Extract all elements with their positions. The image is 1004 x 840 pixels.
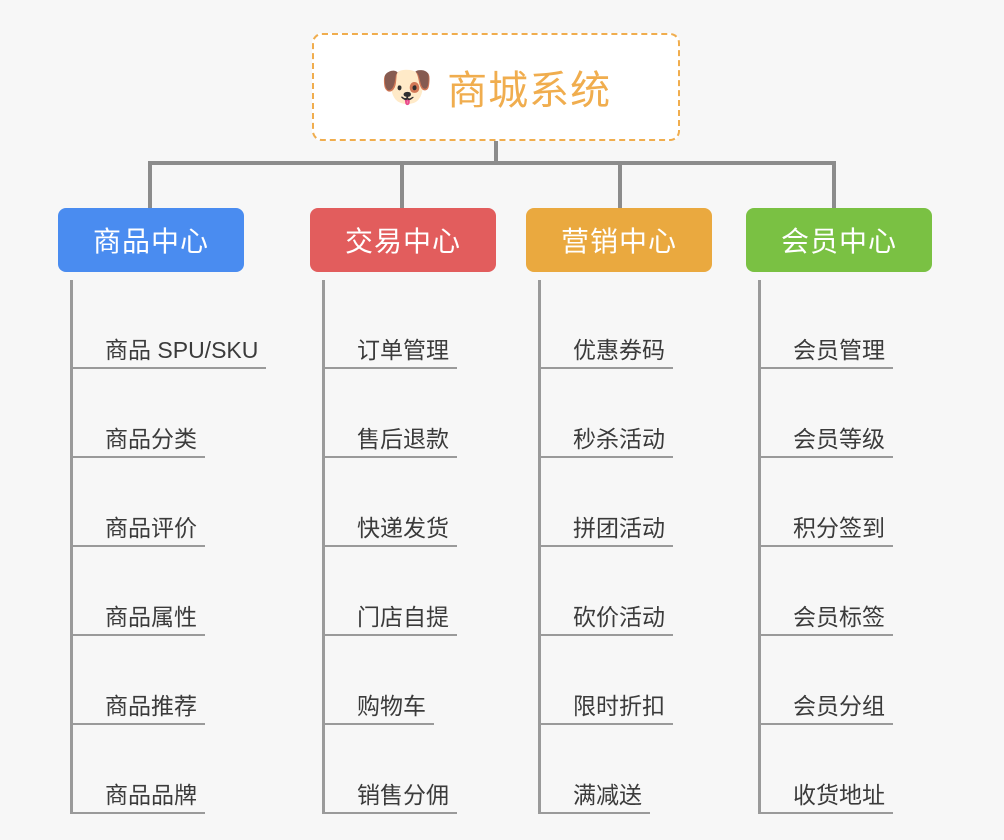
- branch-header-member-center[interactable]: 会员中心: [746, 208, 932, 272]
- leaf-item[interactable]: 商品属性: [73, 547, 244, 636]
- leaf-list-marketing-center: 优惠券码 秒杀活动 拼团活动 砍价活动 限时折扣 满减送: [538, 280, 712, 814]
- leaf-item[interactable]: 商品评价: [73, 458, 244, 547]
- leaf-underline: [761, 812, 893, 814]
- connector-horizontal-bus: [148, 161, 834, 165]
- leaf-label: 会员分组: [793, 692, 885, 719]
- leaf-label: 会员标签: [793, 603, 885, 630]
- leaf-label: 商品 SPU/SKU: [105, 336, 259, 363]
- connector-drop-product-center: [148, 161, 152, 208]
- leaf-item[interactable]: 会员等级: [761, 369, 932, 458]
- leaf-label: 商品推荐: [105, 692, 197, 719]
- leaf-underline: [541, 367, 673, 369]
- leaf-underline: [541, 723, 673, 725]
- leaf-label: 积分签到: [793, 514, 885, 541]
- branch-header-marketing-center[interactable]: 营销中心: [526, 208, 712, 272]
- leaf-underline: [73, 723, 205, 725]
- shiba-dog-face-icon: 🐶: [380, 63, 434, 110]
- branch-column-marketing-center: 营销中心 优惠券码 秒杀活动 拼团活动 砍价活动 限时折扣: [526, 208, 712, 814]
- leaf-underline: [761, 545, 893, 547]
- leaf-item[interactable]: 秒杀活动: [541, 369, 712, 458]
- leaf-label: 砍价活动: [573, 603, 665, 630]
- branch-column-trade-center: 交易中心 订单管理 售后退款 快递发货 门店自提 购物车: [310, 208, 496, 814]
- leaf-underline: [325, 812, 457, 814]
- branch-header-label: 商品中心: [92, 226, 209, 257]
- leaf-item[interactable]: 会员管理: [761, 280, 932, 369]
- leaf-list-member-center: 会员管理 会员等级 积分签到 会员标签 会员分组 收货地址: [758, 280, 932, 814]
- leaf-item[interactable]: 商品 SPU/SKU: [73, 280, 266, 369]
- leaf-underline: [73, 634, 205, 636]
- leaf-item[interactable]: 商品分类: [73, 369, 244, 458]
- leaf-underline: [73, 545, 205, 547]
- leaf-label: 优惠券码: [573, 336, 665, 363]
- leaf-label: 商品分类: [105, 425, 197, 452]
- branch-header-label: 交易中心: [344, 226, 461, 257]
- leaf-item[interactable]: 商品推荐: [73, 636, 244, 725]
- leaf-item[interactable]: 快递发货: [325, 458, 496, 547]
- leaf-underline: [325, 456, 457, 458]
- branch-header-label: 营销中心: [560, 226, 677, 257]
- leaf-item[interactable]: 门店自提: [325, 547, 496, 636]
- leaf-underline: [541, 545, 673, 547]
- connector-root-stub: [494, 141, 498, 165]
- leaf-label: 会员等级: [793, 425, 885, 452]
- branch-column-product-center: 商品中心 商品 SPU/SKU 商品分类 商品评价 商品属性 商品推荐: [58, 208, 266, 814]
- leaf-label: 订单管理: [357, 336, 449, 363]
- leaf-label: 满减送: [573, 781, 642, 808]
- leaf-underline: [325, 367, 457, 369]
- leaf-item[interactable]: 订单管理: [325, 280, 496, 369]
- leaf-label: 快递发货: [357, 514, 449, 541]
- leaf-item[interactable]: 会员标签: [761, 547, 932, 636]
- leaf-underline: [761, 723, 893, 725]
- leaf-label: 商品评价: [105, 514, 197, 541]
- leaf-list-trade-center: 订单管理 售后退款 快递发货 门店自提 购物车 销售分佣: [322, 280, 496, 814]
- leaf-underline: [325, 634, 457, 636]
- leaf-underline: [73, 367, 266, 369]
- leaf-item[interactable]: 购物车: [325, 636, 496, 725]
- leaf-label: 门店自提: [357, 603, 449, 630]
- leaf-item[interactable]: 限时折扣: [541, 636, 712, 725]
- leaf-item[interactable]: 售后退款: [325, 369, 496, 458]
- leaf-item[interactable]: 商品品牌: [73, 725, 244, 814]
- leaf-underline: [73, 456, 205, 458]
- leaf-item[interactable]: 收货地址: [761, 725, 932, 814]
- leaf-label: 秒杀活动: [573, 425, 665, 452]
- branch-header-trade-center[interactable]: 交易中心: [310, 208, 496, 272]
- leaf-item[interactable]: 满减送: [541, 725, 712, 814]
- branch-header-label: 会员中心: [780, 226, 897, 257]
- leaf-label: 销售分佣: [357, 781, 449, 808]
- leaf-label: 拼团活动: [573, 514, 665, 541]
- branch-column-member-center: 会员中心 会员管理 会员等级 积分签到 会员标签 会员分组: [746, 208, 932, 814]
- leaf-underline: [541, 456, 673, 458]
- leaf-item[interactable]: 拼团活动: [541, 458, 712, 547]
- leaf-label: 收货地址: [793, 781, 885, 808]
- connector-drop-trade-center: [400, 161, 404, 208]
- leaf-underline: [541, 634, 673, 636]
- leaf-underline: [541, 812, 650, 814]
- leaf-label: 会员管理: [793, 336, 885, 363]
- leaf-item[interactable]: 砍价活动: [541, 547, 712, 636]
- leaf-label: 商品品牌: [105, 781, 197, 808]
- leaf-label: 限时折扣: [573, 692, 665, 719]
- leaf-underline: [761, 456, 893, 458]
- branch-header-product-center[interactable]: 商品中心: [58, 208, 244, 272]
- leaf-item[interactable]: 积分签到: [761, 458, 932, 547]
- leaf-list-product-center: 商品 SPU/SKU 商品分类 商品评价 商品属性 商品推荐 商品品牌: [70, 280, 266, 814]
- leaf-item[interactable]: 优惠券码: [541, 280, 712, 369]
- root-title: 商城系统: [447, 69, 612, 113]
- connector-drop-member-center: [832, 161, 836, 208]
- leaf-label: 购物车: [357, 692, 426, 719]
- leaf-underline: [761, 367, 893, 369]
- leaf-underline: [73, 812, 205, 814]
- leaf-label: 商品属性: [105, 603, 197, 630]
- leaf-label: 售后退款: [357, 425, 449, 452]
- connector-drop-marketing-center: [618, 161, 622, 208]
- root-node[interactable]: 🐶 商城系统: [312, 33, 680, 141]
- leaf-underline: [761, 634, 893, 636]
- leaf-item[interactable]: 会员分组: [761, 636, 932, 725]
- leaf-underline: [325, 723, 434, 725]
- leaf-underline: [325, 545, 457, 547]
- leaf-item[interactable]: 销售分佣: [325, 725, 496, 814]
